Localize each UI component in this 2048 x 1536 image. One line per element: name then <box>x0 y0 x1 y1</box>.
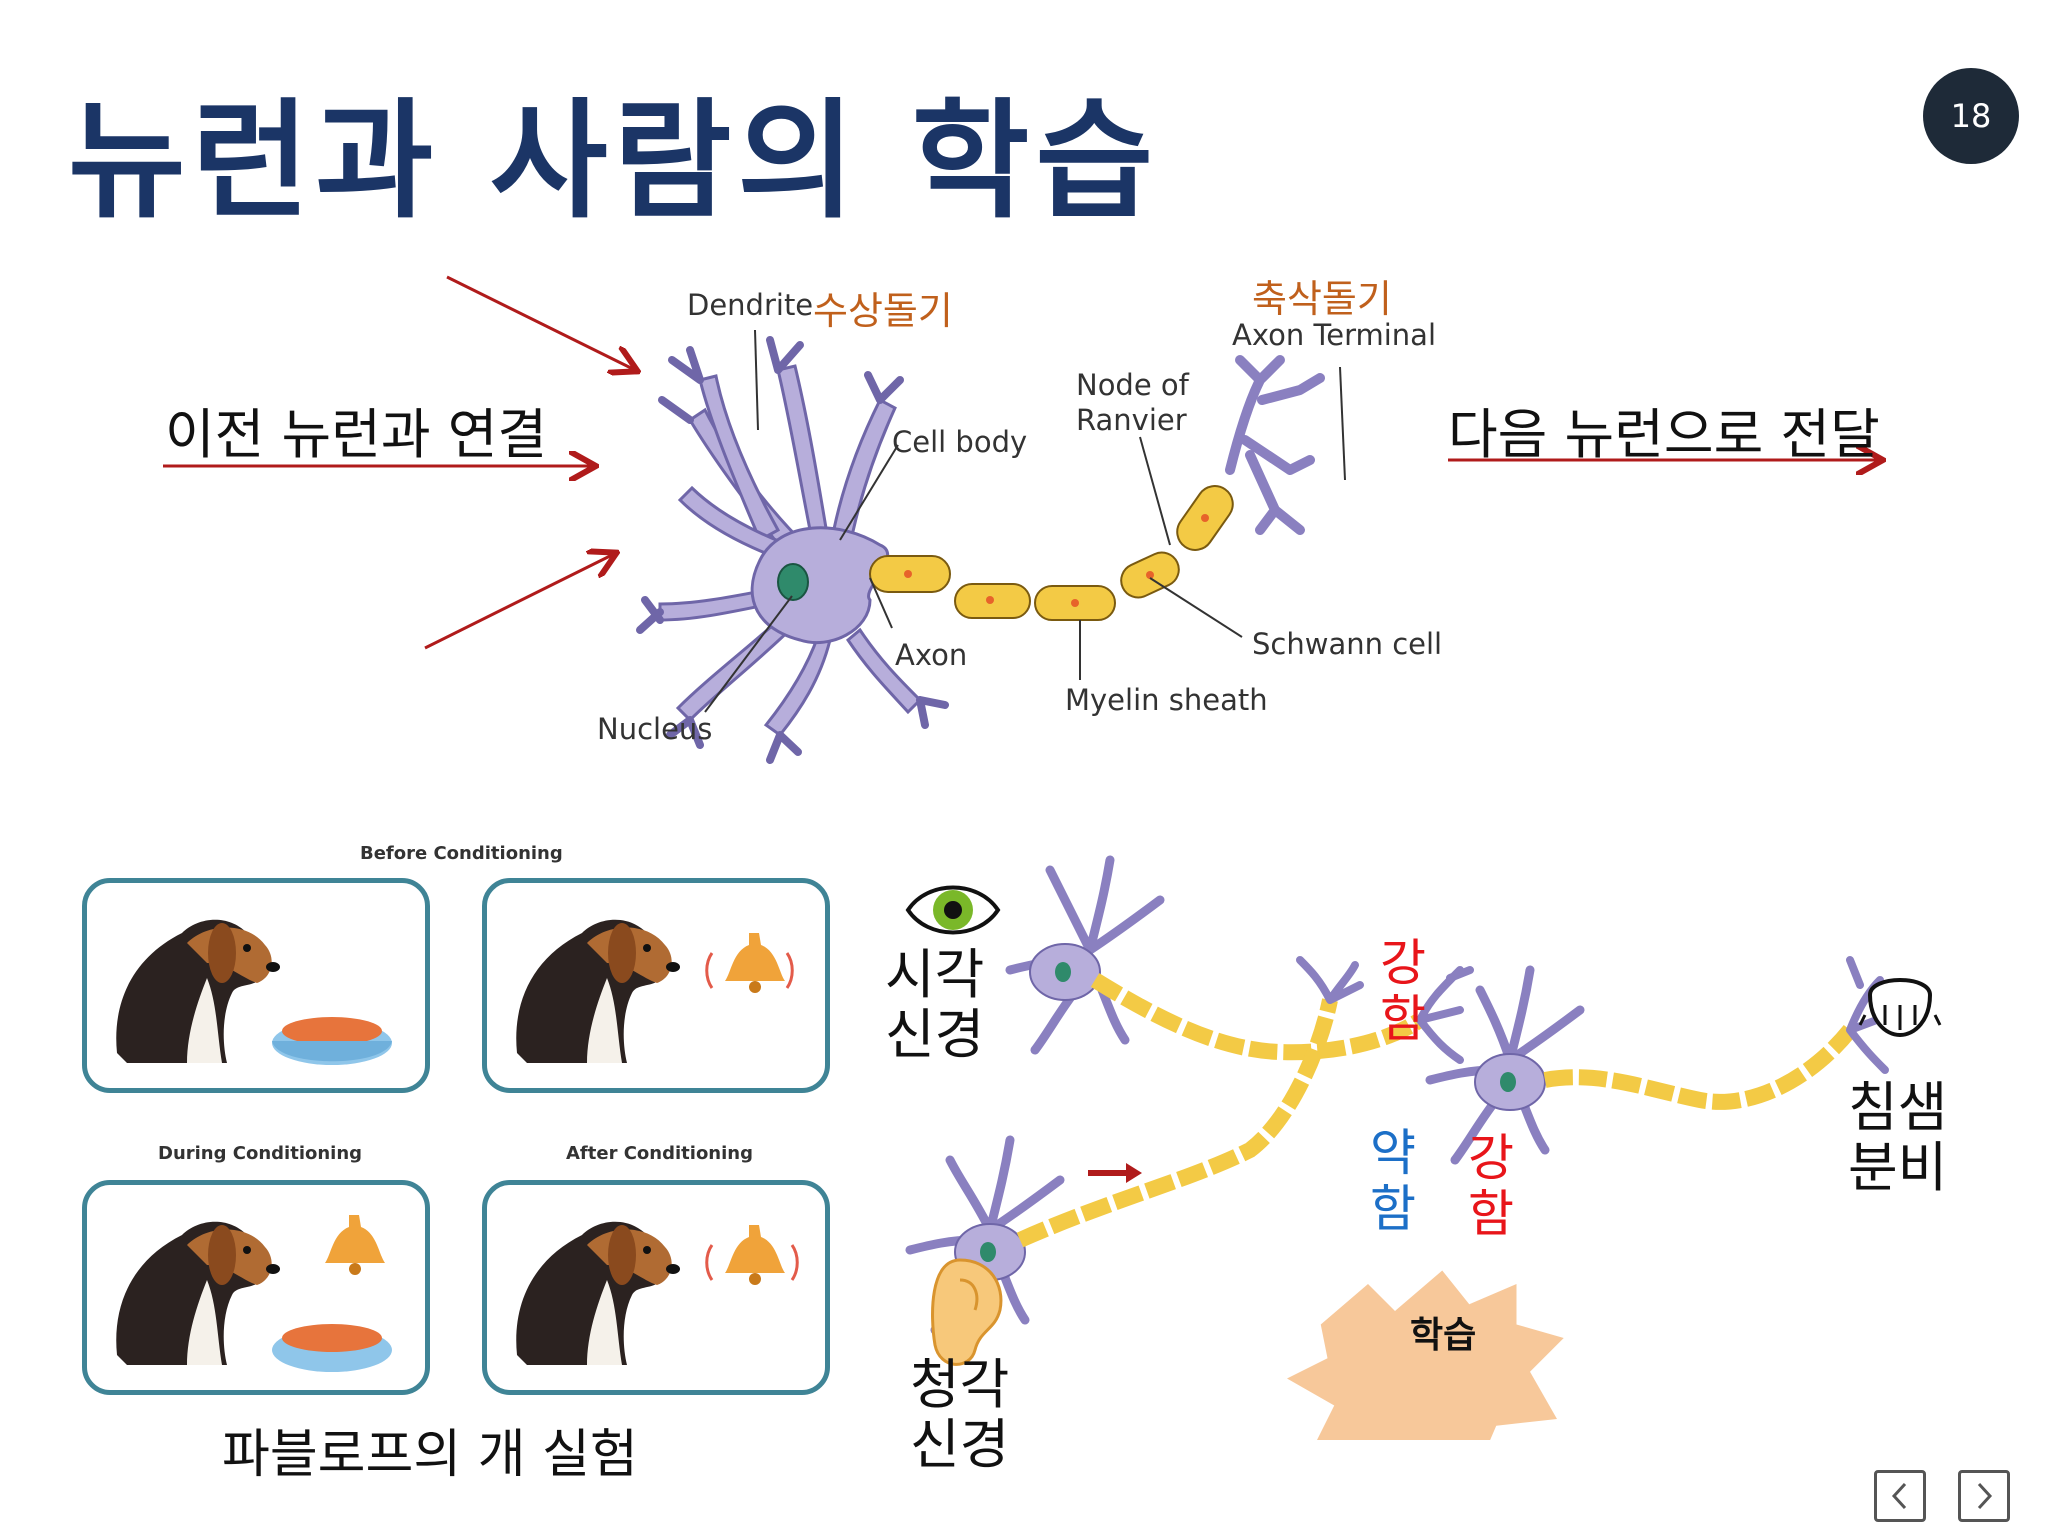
dog-with-food-illustration <box>116 919 392 1065</box>
label-nucleus: Nucleus <box>597 712 713 746</box>
schwann-nuclei <box>904 514 1209 607</box>
left-note: 이전 뉴런과 연결 <box>165 403 548 466</box>
pointer-cell-body <box>839 444 899 541</box>
salivation-label: 침샘 분비 <box>1848 1076 1948 1200</box>
chevron-right-icon <box>1977 1482 1993 1510</box>
burst-label: 학습 <box>1410 1315 1477 1356</box>
neuron-diagram <box>163 275 2048 764</box>
label-node-of-ranvier-1: Node of <box>1076 368 1189 402</box>
visual-neuron <box>1005 855 1474 1064</box>
label-axon-terminal: Axon Terminal <box>1232 318 1437 352</box>
panel-title-before: Before Conditioning <box>360 843 563 864</box>
pointer-axon-terminal <box>1339 366 1346 481</box>
dog-icon <box>116 919 280 1063</box>
label-myelin-sheath: Myelin sheath <box>1065 683 1268 717</box>
label-axon-terminal-kr: 축삭돌기 <box>1252 277 1392 321</box>
pavlov-panel-during <box>82 1180 430 1395</box>
pointer-schwann <box>1149 577 1243 638</box>
label-axon: Axon <box>895 638 968 672</box>
pavlov-panel-before-food <box>82 878 430 1093</box>
dog-with-bell-illustration <box>516 1221 799 1365</box>
learning-burst <box>1287 1270 1564 1440</box>
strong-label-top: 강 함 <box>1380 934 1426 1048</box>
bell-icon <box>705 1225 799 1285</box>
pointer-node-ranvier <box>1139 436 1171 546</box>
food-bowl-icon <box>272 1324 392 1372</box>
next-slide-button[interactable] <box>1958 1470 2010 1522</box>
pointer-nucleus <box>704 595 793 713</box>
cell-body <box>750 526 890 645</box>
learning-neuron-diagram <box>905 855 1942 1440</box>
food-bowl-icon <box>272 1017 392 1065</box>
input-arrow-top <box>446 275 635 370</box>
output-neuron <box>1425 956 1894 1165</box>
bell-icon <box>325 1215 385 1275</box>
label-dendrite-kr: 수상돌기 <box>813 289 953 333</box>
salivary-gland-icon <box>1858 978 1942 1038</box>
pavlov-caption: 파블로프의 개 실험 <box>222 1425 638 1485</box>
label-schwann-cell: Schwann cell <box>1252 627 1443 661</box>
label-dendrite: Dendrite <box>687 288 814 322</box>
chevron-left-icon <box>1891 1482 1907 1510</box>
bell-icon <box>705 933 794 993</box>
dog-icon <box>516 919 680 1063</box>
right-note: 다음 뉴런으로 전달 <box>1448 403 1880 466</box>
label-cell-body: Cell body <box>892 425 1028 459</box>
weak-label: 약 함 <box>1370 1124 1416 1238</box>
nucleus-shape <box>777 563 809 601</box>
dog-icon <box>116 1221 280 1365</box>
dendrite-branches <box>636 336 949 764</box>
pointer-axon <box>869 577 893 629</box>
panel-title-during: During Conditioning <box>158 1143 363 1164</box>
strong-label-bottom: 강 함 <box>1468 1129 1514 1243</box>
label-node-of-ranvier-2: Ranvier <box>1076 403 1187 437</box>
pointer-dendrite <box>754 329 759 431</box>
page-title: 뉴런과 사람의 학습 <box>68 87 1160 236</box>
visual-nerve-label: 시각 신경 <box>885 943 985 1067</box>
auditory-nerve-label: 청각 신경 <box>910 1353 1010 1477</box>
dog-icon <box>516 1221 680 1365</box>
dog-with-food-and-bell-illustration <box>116 1215 392 1372</box>
input-arrow-bottom <box>424 554 614 650</box>
page-number-badge: 18 <box>1923 68 2019 164</box>
ear-icon <box>931 1258 1003 1366</box>
pavlov-panel-before-bell <box>482 878 830 1093</box>
dog-with-bell-illustration <box>516 919 794 1063</box>
prev-slide-button[interactable] <box>1874 1470 1926 1522</box>
panel-title-after: After Conditioning <box>566 1143 753 1164</box>
axon-terminal-branches <box>1225 355 1325 535</box>
pavlov-panel-after <box>482 1180 830 1395</box>
eye-icon <box>905 885 1001 935</box>
weak-to-strong-arrow <box>1088 1163 1142 1183</box>
